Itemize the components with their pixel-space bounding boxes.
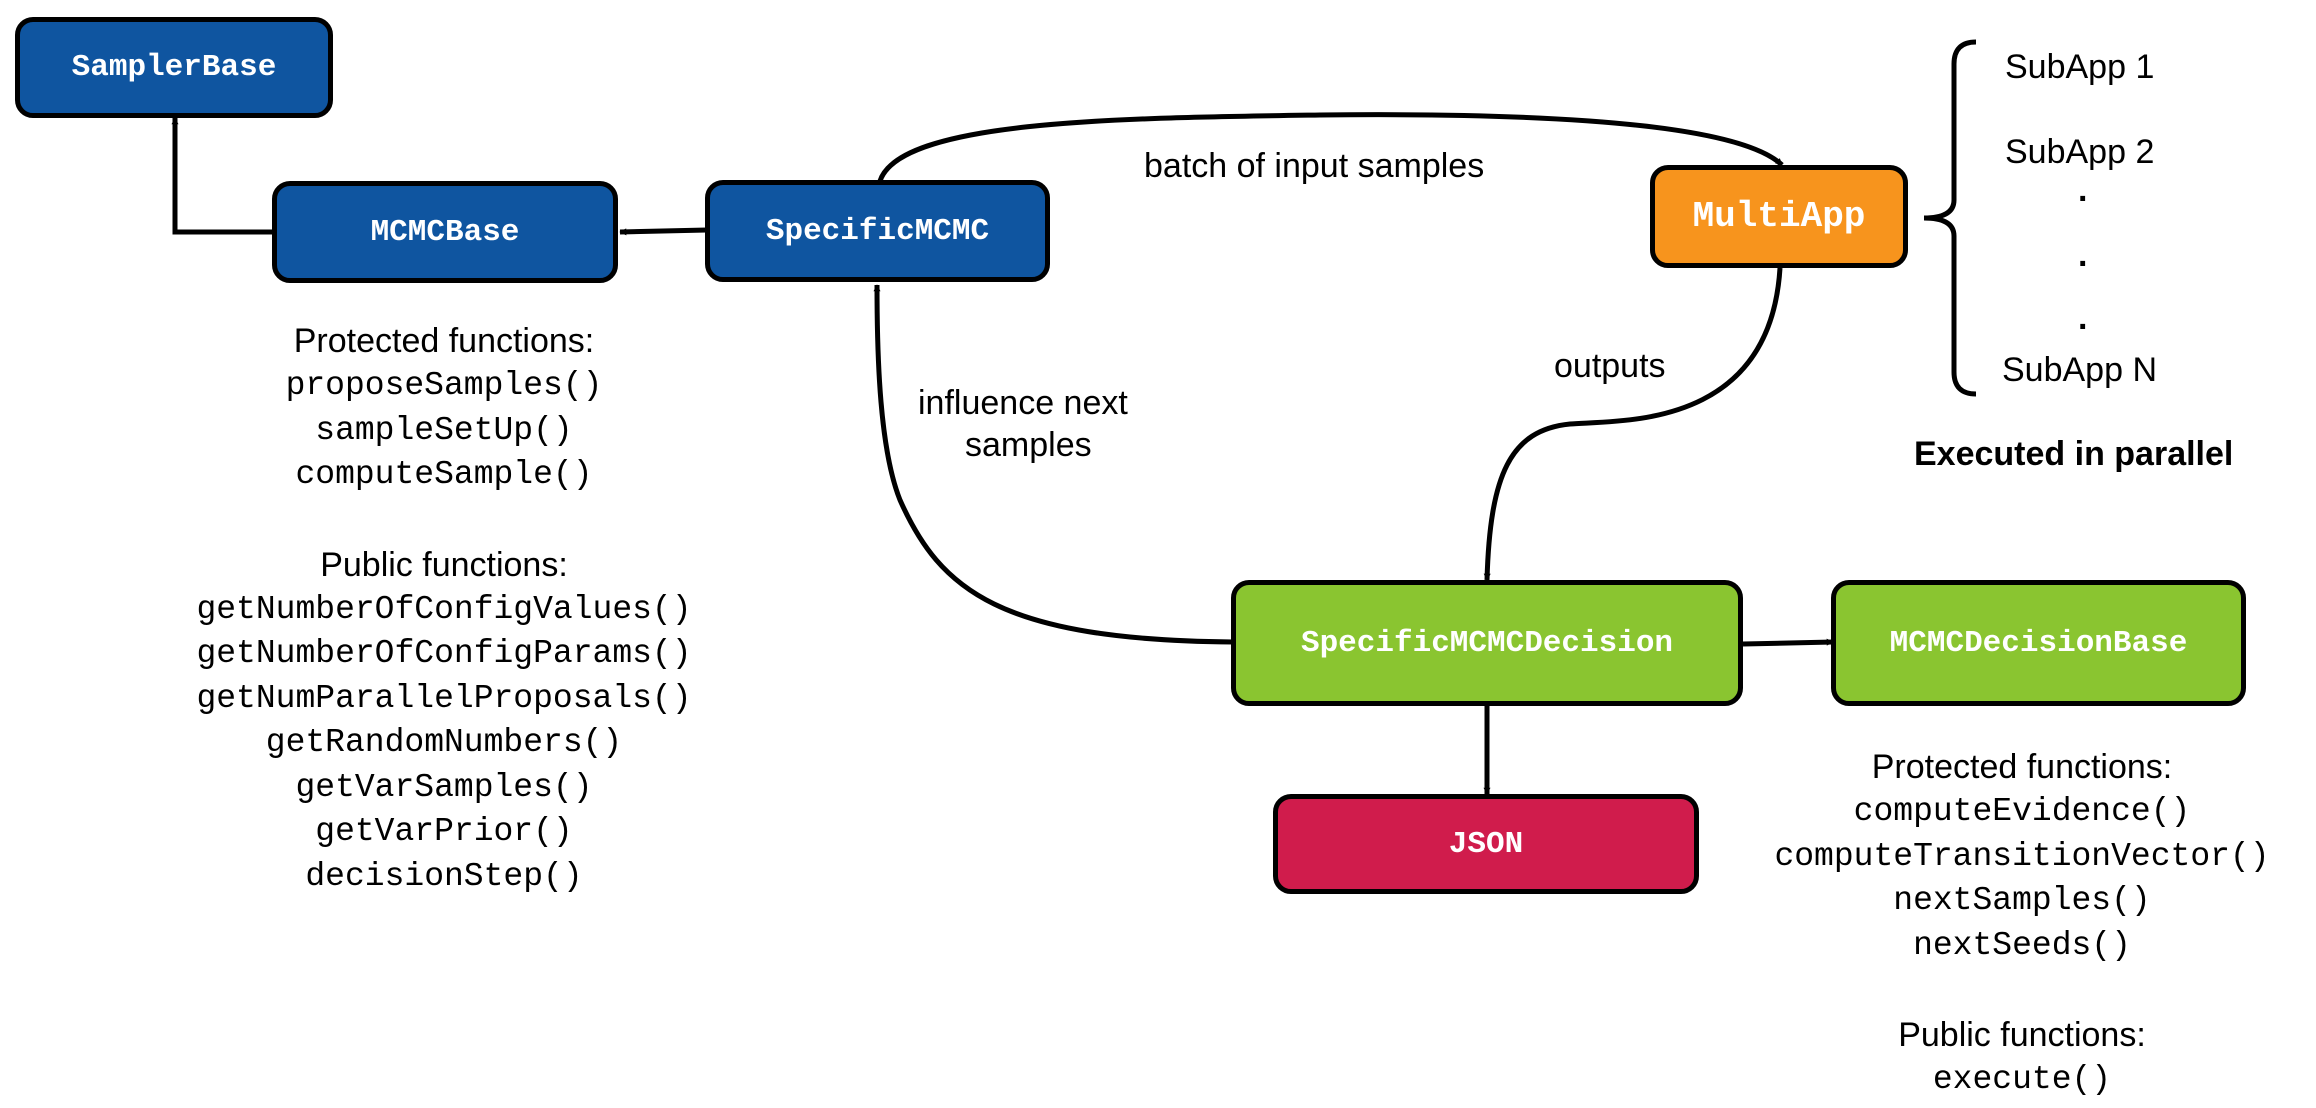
function-name: computeSample(): [295, 456, 593, 493]
parallel-note: Executed in parallel: [1914, 435, 2234, 473]
subapp-dot: .: [2078, 299, 2088, 337]
influence-edge-label-line2: samples: [965, 426, 1092, 464]
subapp-dot: .: [2078, 236, 2088, 274]
protected-functions-heading: Protected functions:: [1871, 748, 2173, 786]
function-name: getVarPrior(): [315, 813, 573, 850]
subapps-brace: [1923, 39, 1977, 397]
function-name: getNumberOfConfigValues(): [196, 590, 692, 628]
function-name: execute(): [1932, 1061, 2112, 1098]
subapp-item: SubApp 2: [2005, 133, 2155, 171]
function-name: getVarSamples(): [295, 768, 593, 806]
function-name: getNumberOfConfigParams(): [196, 635, 692, 672]
subapp-item: SubApp 1: [2005, 48, 2155, 86]
function-name: proposeSamples(): [285, 367, 603, 404]
subapp-item: SubApp N: [2002, 351, 2157, 389]
function-name: computeEvidence(): [1853, 793, 2191, 830]
arrow-specificmcmc-to-mcmcbase: [619, 227, 708, 236]
public-functions-heading: Public functions:: [1898, 1016, 2146, 1054]
specific-mcmc-node: SpecificMCMC: [705, 180, 1050, 282]
arrow-mcmcbase-to-samplerbase: [171, 117, 274, 235]
mcmc-decision-base-functions: Protected functions: computeEvidence() c…: [1752, 744, 2292, 1103]
outputs-edge-label: outputs: [1554, 347, 1666, 385]
function-name: decisionStep(): [305, 857, 583, 895]
json-node: JSON: [1273, 794, 1699, 894]
arrow-decision-to-decisionbase: [1742, 638, 1834, 647]
arrow-specificmcmc-to-multiapp: [877, 112, 1784, 182]
sampler-base-node: SamplerBase: [15, 17, 333, 118]
subapp-dot: .: [2078, 171, 2088, 209]
multiapp-node: MultiApp: [1650, 165, 1908, 268]
function-name: nextSeeds(): [1913, 926, 2131, 964]
function-name: getRandomNumbers(): [265, 724, 623, 761]
function-name: computeTransitionVector(): [1774, 837, 2270, 875]
specific-mcmc-decision-node: SpecificMCMCDecision: [1231, 580, 1743, 706]
function-name: nextSamples(): [1893, 882, 2151, 919]
arrow-multiapp-to-decision: [1483, 267, 1783, 581]
function-name: sampleSetUp(): [315, 411, 573, 449]
influence-edge-label-line1: influence next: [918, 384, 1128, 422]
mcmc-decision-base-node: MCMCDecisionBase: [1831, 580, 2246, 706]
arrow-decision-to-specificmcmc: [873, 284, 1234, 645]
function-name: getNumParallelProposals(): [196, 679, 692, 717]
batch-edge-label: batch of input samples: [1144, 147, 1485, 185]
mcmc-base-functions: Protected functions: proposeSamples() sa…: [144, 318, 744, 899]
public-functions-heading: Public functions:: [320, 545, 568, 584]
protected-functions-heading: Protected functions:: [293, 322, 595, 360]
mcmc-base-node: MCMCBase: [272, 181, 618, 283]
